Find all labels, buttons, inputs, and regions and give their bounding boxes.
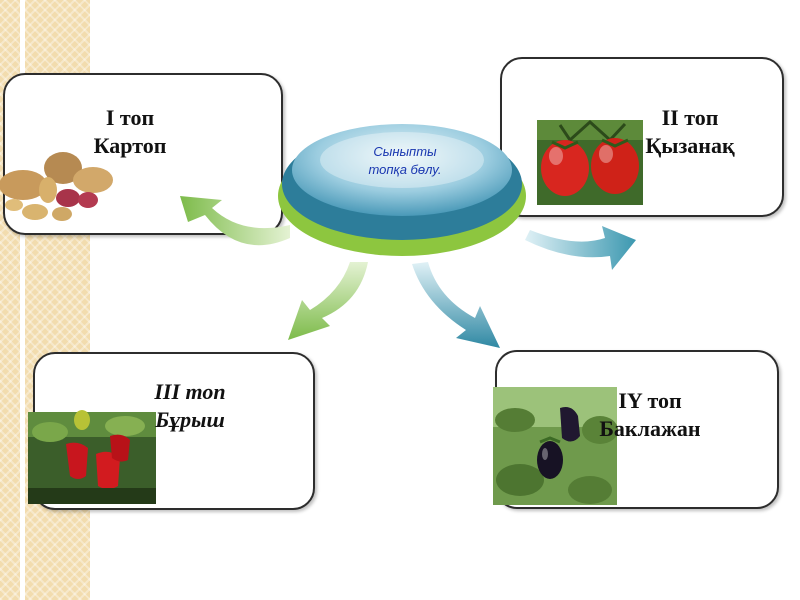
arrow-to-group-4 (412, 262, 500, 348)
group-1-number: I топ (105, 105, 155, 130)
group-3-label: III топ Бұрыш (120, 378, 260, 434)
center-title-line-2: топқа бөлу. (368, 162, 442, 177)
decorative-side-line (20, 0, 25, 600)
group-4-number: IY топ (618, 388, 682, 413)
group-2-name: Қызанақ (645, 133, 735, 158)
center-title: Сыныпты топқа бөлу. (340, 143, 470, 179)
group-4-label: IY топ Баклажан (570, 387, 730, 443)
potatoes-photo (0, 152, 113, 221)
group-1-box (3, 73, 283, 235)
arrow-to-group-3 (288, 262, 368, 340)
group-3-name: Бұрыш (155, 407, 225, 432)
group-1-name: Картоп (93, 133, 167, 158)
arrow-to-group-2 (525, 226, 636, 270)
eggplants-photo (493, 387, 618, 505)
center-title-line-1: Сыныпты (373, 144, 437, 159)
center-ellipse-top (292, 124, 512, 216)
arrow-to-group-1 (180, 196, 290, 246)
group-2-label: II топ Қызанақ (620, 104, 760, 160)
group-2-number: II топ (661, 105, 719, 130)
peppers-photo (28, 410, 156, 504)
group-1-label: I топ Картоп (70, 104, 190, 160)
group-3-number: III топ (154, 379, 226, 404)
group-4-name: Баклажан (599, 416, 701, 441)
tomatoes-photo (537, 119, 643, 205)
